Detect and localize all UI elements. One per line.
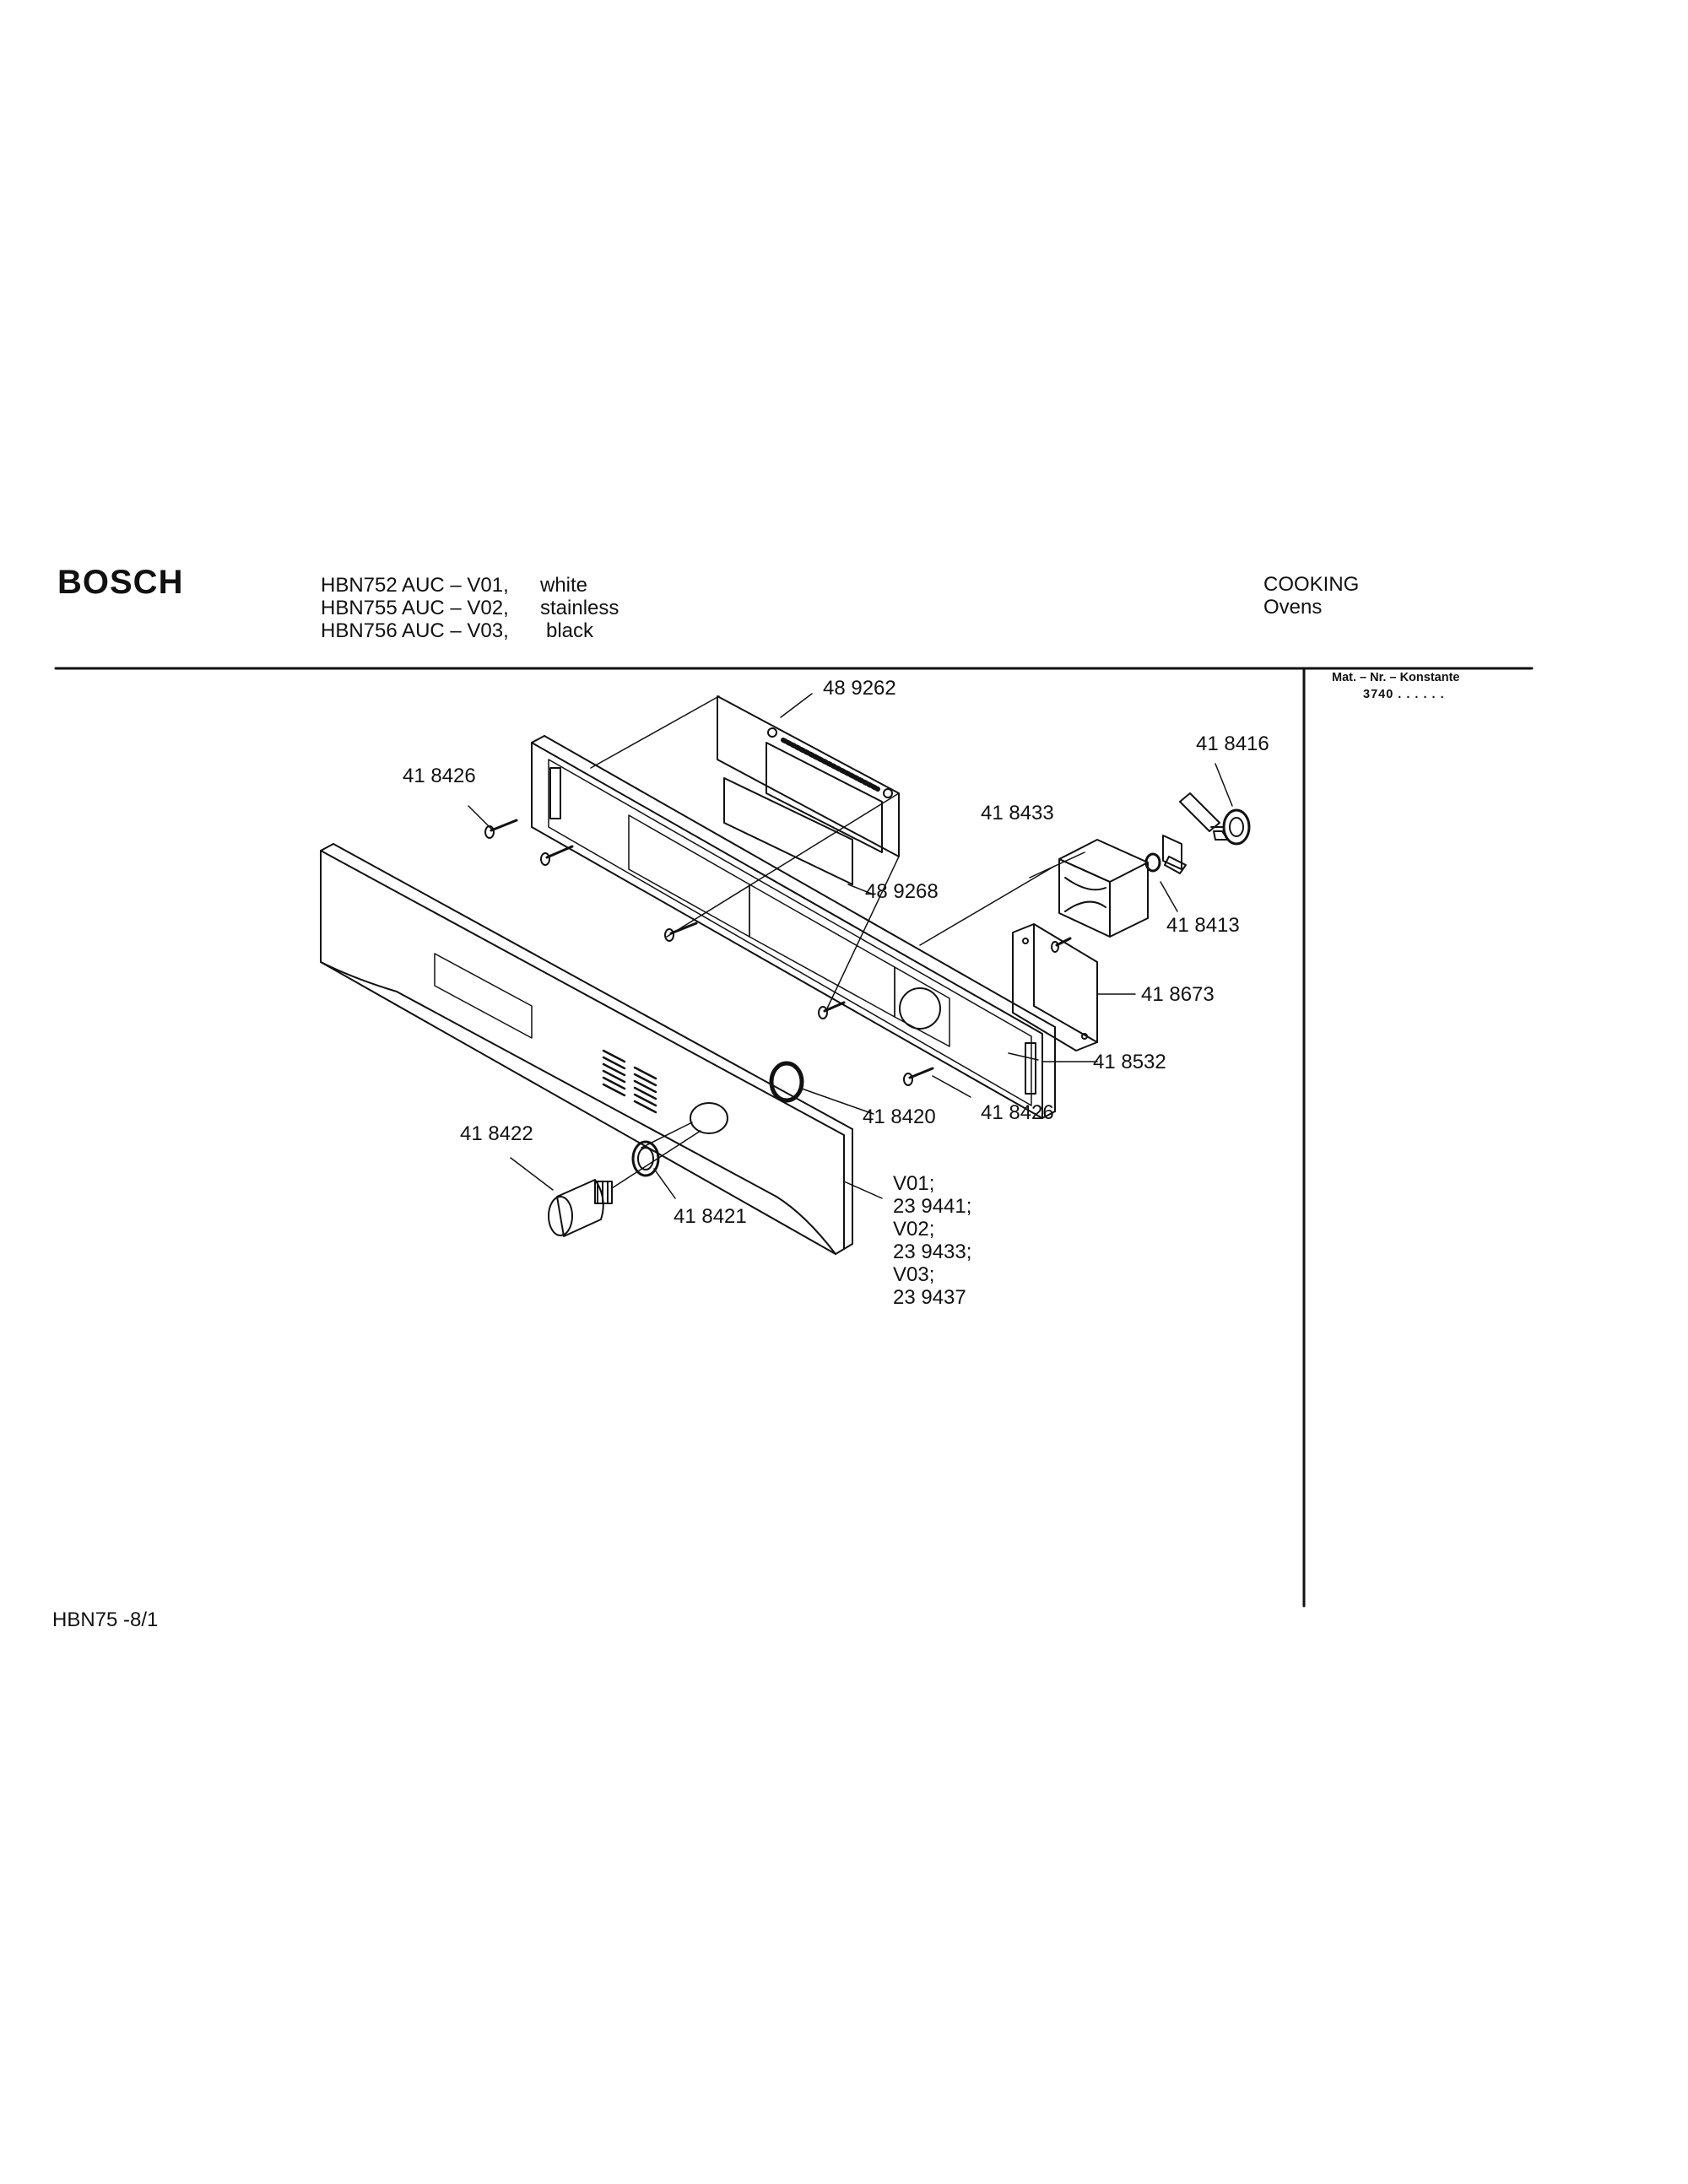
model-number: HBN755 AUC – V02, — [321, 597, 509, 619]
brand-logo: BOSCH — [57, 564, 184, 601]
switch-ring-part — [769, 1061, 804, 1103]
part-label: 41 8416 — [1196, 733, 1269, 755]
model-finish-1: white — [540, 574, 588, 597]
part-label: 41 8413 — [1166, 914, 1240, 937]
part-label: 41 8426 — [403, 765, 476, 787]
variant-entry: V03; — [893, 1263, 935, 1286]
model-line-1: HBN752 AUC – V01, — [321, 574, 509, 597]
model-line-2: HBN755 AUC – V02, — [321, 597, 509, 619]
leader-lines — [468, 693, 1233, 1199]
display-window-part — [723, 777, 853, 885]
front-panel-part — [320, 843, 853, 1255]
control-frame-part — [531, 735, 1056, 1119]
part-label: 41 8673 — [1141, 983, 1215, 1006]
variant-entry: V01; — [893, 1172, 935, 1195]
knob-ring-inner — [637, 1147, 654, 1170]
model-number: HBN752 AUC – V01, — [321, 574, 509, 597]
variant-list: V01; 23 9441; V02; 23 9433; V03; 23 9437 — [893, 1172, 971, 1309]
konstante-value: 3740 . . . . . . — [1363, 688, 1445, 701]
switch-bracket-part — [1144, 835, 1187, 874]
part-label: 41 8421 — [674, 1205, 747, 1228]
page-reference: HBN75 -8/1 — [52, 1608, 159, 1631]
part-label: 41 8426 — [981, 1101, 1054, 1124]
variant-entry: 23 9433; — [893, 1241, 972, 1263]
variant-entry: 23 9441; — [893, 1195, 972, 1218]
part-label: 41 8420 — [863, 1106, 936, 1128]
variant-entry: 23 9437 — [893, 1286, 966, 1309]
part-label: 41 8433 — [981, 802, 1054, 824]
bracket-part — [1058, 839, 1149, 938]
model-number: HBN756 AUC – V03, — [321, 619, 509, 642]
control-knob-part — [548, 1179, 613, 1237]
mat-nr-label: Mat. – Nr. – Konstante — [1332, 671, 1460, 684]
subcategory-title: Ovens — [1263, 596, 1323, 619]
part-label: 48 9268 — [865, 880, 939, 903]
model-line-3: HBN756 AUC – V03, — [321, 619, 509, 642]
part-label: 48 9262 — [823, 677, 896, 700]
part-label: 41 8422 — [460, 1122, 533, 1145]
category-title: COOKING — [1263, 573, 1360, 596]
model-finish-3: black — [546, 619, 594, 642]
model-finish-2: stainless — [540, 597, 619, 619]
variant-entry: V02; — [893, 1218, 935, 1241]
switch-part — [1179, 792, 1251, 846]
part-label: 41 8532 — [1093, 1051, 1166, 1073]
circuit-plate-part — [1012, 923, 1098, 1051]
